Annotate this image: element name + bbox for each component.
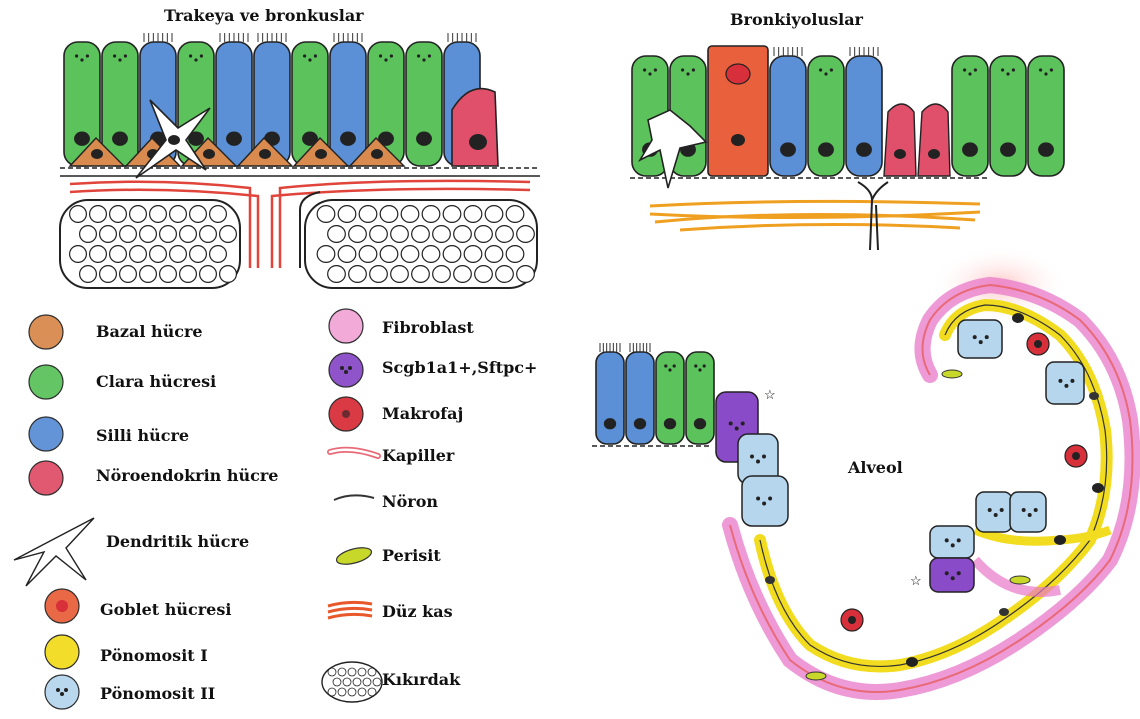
clara-cell xyxy=(990,56,1026,176)
pneumocyte-i-nucleus xyxy=(1092,483,1104,493)
ciliated-cell xyxy=(596,343,624,444)
pneumocyte-i-nucleus xyxy=(1054,535,1066,545)
clara-cell xyxy=(102,42,138,166)
ciliated-cell xyxy=(846,47,882,176)
alveolar-duct-epithelium xyxy=(596,343,788,526)
legend-label-noron: Nöron xyxy=(382,492,438,511)
macrophage-icon xyxy=(329,397,363,431)
clara-cell-icon xyxy=(29,365,63,399)
fibroblast-icon xyxy=(329,309,363,343)
cartilage-icon xyxy=(322,662,382,702)
clara-cell xyxy=(808,56,844,176)
dendritic-cell-icon xyxy=(14,518,94,586)
pericyte-cell xyxy=(1010,576,1030,584)
legend-label-duz-kas: Düz kas xyxy=(382,602,453,621)
neuron-icon xyxy=(334,495,374,500)
pericyte-cell xyxy=(806,672,826,680)
pneumocyte-ii-cell xyxy=(1046,362,1084,404)
fibroblast-cell xyxy=(999,608,1009,616)
macrophage-cell xyxy=(841,609,863,631)
neuroendocrine-cell xyxy=(452,89,498,166)
legend-label-ponomosit-ii: Pönomosit II xyxy=(100,684,215,703)
goblet-cell-icon xyxy=(45,589,79,623)
ciliated-cell-icon xyxy=(29,417,63,451)
bronchiole-panel xyxy=(630,46,1064,250)
pneumocyte-ii-cell xyxy=(742,476,788,526)
fibroblast-cell xyxy=(765,576,775,584)
pneumocyte-i-nucleus xyxy=(1012,313,1024,323)
pericyte-cell xyxy=(942,370,962,378)
bronchiole-epithelium xyxy=(632,46,1064,188)
pneumocyte-ii-cell xyxy=(958,320,1002,358)
scgb1a1-sftpc-cell-icon xyxy=(329,353,363,387)
ciliated-cell xyxy=(216,33,252,166)
smooth-muscle-icon xyxy=(328,602,372,618)
ciliated-cell xyxy=(330,33,366,166)
legend-label-dendritik: Dendritik hücre xyxy=(106,532,249,551)
cartilage-left xyxy=(60,200,240,288)
legend-label-clara: Clara hücresi xyxy=(96,372,216,391)
legend-label-silli: Silli hücre xyxy=(96,426,189,445)
pneumocyte-ii-icon xyxy=(45,675,79,709)
pneumocyte-i-icon xyxy=(45,635,79,669)
star-marker-top: ☆ xyxy=(764,388,776,403)
pneumocyte-i-nucleus xyxy=(906,657,918,667)
legend-label-goblet: Goblet hücresi xyxy=(100,600,231,619)
legend-label-makrofaj: Makrofaj xyxy=(382,404,463,423)
legend-label-noroendokrin: Nöroendokrin hücre xyxy=(96,466,278,485)
goblet-cell xyxy=(708,46,768,176)
bronchioles-title: Bronkiyoluslar xyxy=(730,10,863,29)
ciliated-cell xyxy=(770,47,806,176)
pneumocyte-ii-cell xyxy=(976,492,1012,532)
macrophage-cell xyxy=(1065,445,1087,467)
trachea-panel xyxy=(60,33,540,288)
pneumocyte-ii-cell xyxy=(930,526,974,558)
legend-label-fibroblast: Fibroblast xyxy=(382,318,474,337)
legend-label-kapiller: Kapiller xyxy=(382,446,454,465)
scgb1a1-sftpc-cell xyxy=(930,558,974,592)
legend-label-ponomosit-i: Pönomosit I xyxy=(100,646,208,665)
neuroendocrine-cell-icon xyxy=(29,461,63,495)
clara-cell xyxy=(952,56,988,176)
cartilage-right xyxy=(305,200,537,288)
neuroendocrine-cell xyxy=(918,104,950,176)
fibroblast-cell xyxy=(1089,392,1099,400)
trachea-title: Trakeya ve bronkuslar xyxy=(164,6,364,25)
legend-label-perisit: Perisit xyxy=(382,546,441,565)
trachea-epithelium xyxy=(64,33,498,178)
bronchiole-smooth-muscle xyxy=(650,201,980,230)
alveolus-label: Alveol xyxy=(848,458,903,477)
neuroendocrine-cell xyxy=(884,104,916,176)
pericyte-icon xyxy=(335,545,373,568)
macrophage-cell xyxy=(1027,333,1049,355)
basal-cell-icon xyxy=(29,315,63,349)
ciliated-cell xyxy=(626,343,654,444)
clara-cell xyxy=(686,352,714,444)
clara-cell xyxy=(1028,56,1064,176)
star-marker-bottom: ☆ xyxy=(910,574,922,589)
pneumocyte-ii-cell xyxy=(1010,492,1046,532)
clara-cell xyxy=(656,352,684,444)
legend-label-scgb1a1: Scgb1a1+,Sftpc+ xyxy=(382,358,537,377)
clara-cell xyxy=(406,42,442,166)
legend-label-bazal: Bazal hücre xyxy=(96,322,203,341)
legend-label-kikirdak: Kıkırdak xyxy=(382,670,460,689)
capillary-icon xyxy=(330,450,378,456)
